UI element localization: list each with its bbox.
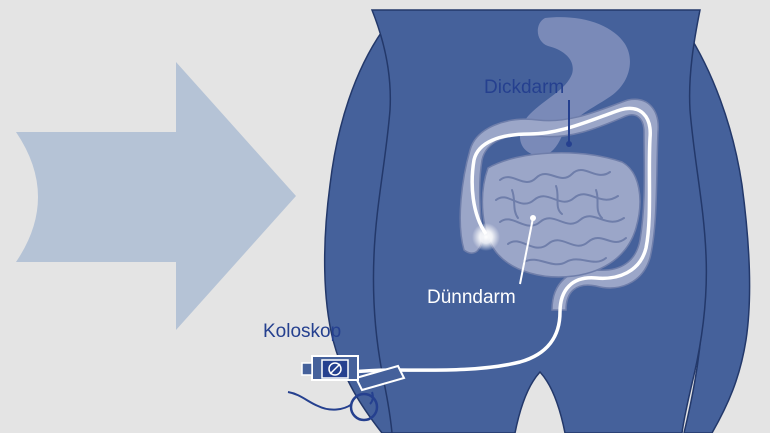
small-intestine-shape — [482, 153, 639, 277]
large-intestine-marker — [566, 141, 572, 147]
small-intestine-label: Dünndarm — [427, 288, 516, 307]
small-intestine-marker — [530, 215, 536, 221]
colonoscope-tip-glow — [472, 223, 500, 251]
colonoscope-label: Koloskop — [263, 322, 341, 341]
large-intestine-label: Dickdarm — [484, 78, 564, 97]
